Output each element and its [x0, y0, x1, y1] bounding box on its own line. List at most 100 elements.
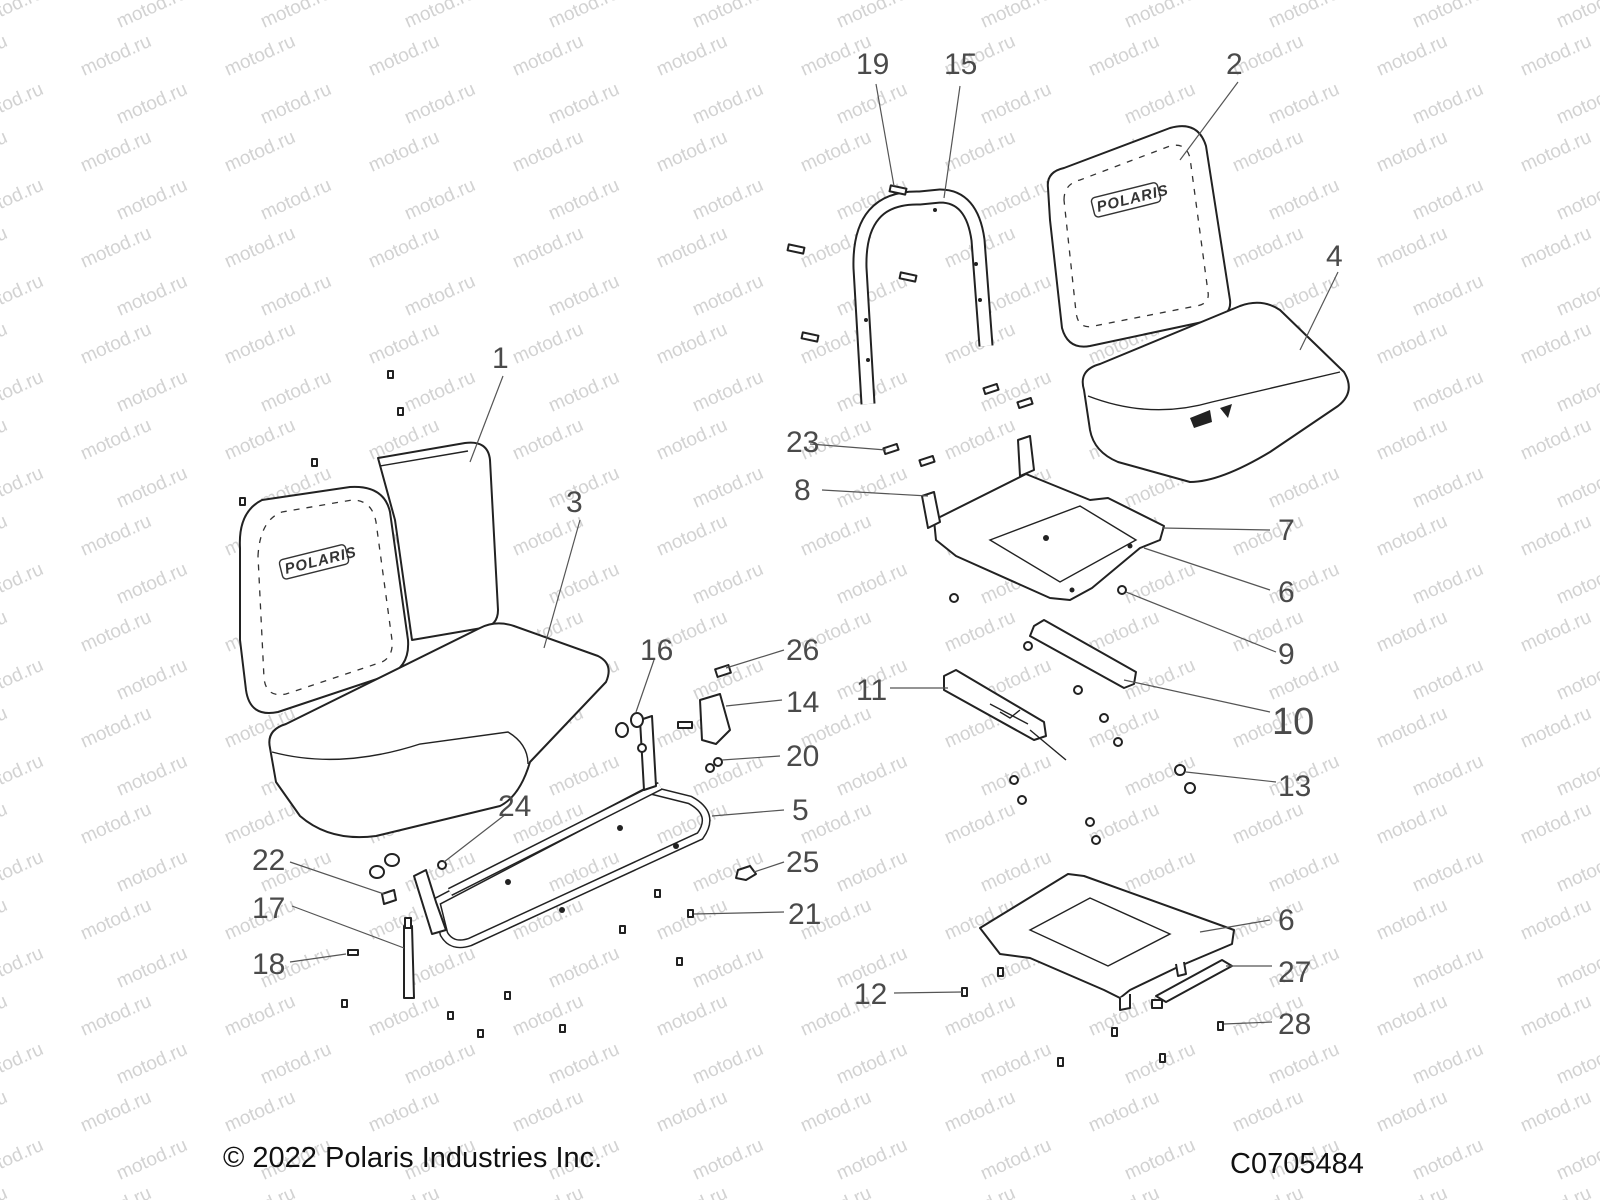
nut-part-16b	[630, 712, 644, 728]
watermark-text: motod.ru	[941, 1087, 1018, 1137]
callout-1: 1	[492, 342, 509, 375]
watermark-text: motod.ru	[1229, 223, 1306, 273]
watermark-text: motod.ru	[0, 415, 11, 465]
watermark-text: motod.ru	[401, 175, 478, 225]
callout-25: 25	[786, 846, 819, 879]
watermark-text: motod.ru	[833, 1039, 910, 1089]
watermark-text: motod.ru	[0, 1039, 47, 1089]
fastener-part-20b	[705, 763, 715, 773]
nut-part-25	[735, 865, 757, 881]
watermark-text: motod.ru	[1373, 127, 1450, 177]
screws-part-12-28	[961, 967, 1224, 1067]
watermark-text: motod.ru	[113, 751, 190, 801]
watermark-text: motod.ru	[113, 559, 190, 609]
watermark-text: motod.ru	[113, 943, 190, 993]
watermark-text: motod.ru	[509, 319, 586, 369]
watermark-text: motod.ru	[797, 1183, 874, 1200]
watermark-text: motod.ru	[1265, 1039, 1342, 1089]
watermark-text: motod.ru	[1373, 1183, 1450, 1200]
callout-11: 11	[856, 674, 887, 707]
seat-cushion-edge	[271, 731, 529, 765]
seat-cushion-part-3	[268, 622, 610, 839]
watermark-text: motod.ru	[77, 607, 154, 657]
callout-24: 24	[498, 790, 531, 823]
watermark-text: motod.ru	[77, 415, 154, 465]
washer-part-22b	[384, 853, 400, 867]
watermark-text: motod.ru	[1409, 79, 1486, 129]
watermark-text: motod.ru	[1517, 703, 1594, 753]
watermark-text: motod.ru	[1517, 319, 1594, 369]
watermark-text: motod.ru	[689, 463, 766, 513]
watermark-text: motod.ru	[0, 31, 11, 81]
watermark-text: motod.ru	[545, 0, 622, 33]
mounting-plate-inner	[1028, 897, 1172, 967]
watermark-text: motod.ru	[365, 1087, 442, 1137]
watermark-text: motod.ru	[545, 751, 622, 801]
watermark-text: motod.ru	[77, 31, 154, 81]
watermark-text: motod.ru	[689, 655, 766, 705]
watermark-text: motod.ru	[0, 127, 11, 177]
fastener-part-22	[381, 889, 397, 905]
watermark-text: motod.ru	[1517, 799, 1594, 849]
watermark-text: motod.ru	[113, 463, 190, 513]
watermark-text: motod.ru	[1265, 175, 1342, 225]
watermark-text: motod.ru	[1553, 751, 1600, 801]
seat-base-tab-part-8	[921, 491, 941, 529]
watermark-text: motod.ru	[221, 127, 298, 177]
watermark-text: motod.ru	[689, 1135, 766, 1185]
watermark-text: motod.ru	[401, 1039, 478, 1089]
watermark-text: motod.ru	[1373, 895, 1450, 945]
watermark-text: motod.ru	[941, 415, 1018, 465]
slide-rail-part-10	[1029, 619, 1137, 689]
nut-part-13	[1174, 764, 1186, 776]
watermark-text: motod.ru	[833, 463, 910, 513]
watermark-text: motod.ru	[113, 175, 190, 225]
watermark-text: motod.ru	[509, 991, 586, 1041]
watermark-text: motod.ru	[1229, 1183, 1306, 1200]
watermark-text: motod.ru	[0, 175, 47, 225]
watermark-text: motod.ru	[1229, 127, 1306, 177]
watermark-text: motod.ru	[0, 1183, 11, 1200]
leader-1	[469, 375, 504, 463]
backrest-part-1-edge	[379, 450, 469, 467]
callout-10: 10	[1272, 701, 1314, 743]
watermark-text: motod.ru	[1553, 367, 1600, 417]
callout-6b: 6	[1278, 904, 1295, 937]
washer-left-frame	[637, 743, 647, 753]
leader-5	[711, 809, 785, 817]
watermark-text: motod.ru	[1409, 271, 1486, 321]
watermark-text: motod.ru	[0, 1135, 47, 1185]
seat-base-inner-panel	[988, 505, 1138, 583]
watermark-text: motod.ru	[977, 79, 1054, 129]
watermark-text: motod.ru	[1517, 511, 1594, 561]
leader-25	[753, 861, 785, 873]
leader-14	[725, 699, 783, 707]
watermark-text: motod.ru	[653, 127, 730, 177]
seat-cushion-4-edge	[1087, 371, 1341, 411]
watermark-text: motod.ru	[1553, 847, 1600, 897]
watermark-text: motod.ru	[1085, 1087, 1162, 1137]
watermark-text: motod.ru	[1265, 847, 1342, 897]
callout-8: 8	[794, 474, 811, 507]
nut-part-16a	[615, 722, 629, 738]
watermark-text: motod.ru	[833, 751, 910, 801]
grab-handle-part-15	[852, 188, 994, 405]
watermark-text: motod.ru	[509, 223, 586, 273]
callout-15: 15	[944, 48, 977, 81]
watermark-text: motod.ru	[1517, 991, 1594, 1041]
leader-lines	[289, 81, 1339, 1025]
cushion-marker-2	[1220, 404, 1232, 418]
watermark-text: motod.ru	[77, 703, 154, 753]
watermark-text: motod.ru	[689, 271, 766, 321]
watermark-text: motod.ru	[221, 31, 298, 81]
watermark-text: motod.ru	[1373, 319, 1450, 369]
watermark-text: motod.ru	[221, 1087, 298, 1137]
watermark-text: motod.ru	[0, 223, 11, 273]
watermark-text: motod.ru	[1085, 31, 1162, 81]
watermark-text: motod.ru	[365, 31, 442, 81]
watermark-text: motod.ru	[941, 1183, 1018, 1200]
watermark-text: motod.ru	[0, 559, 47, 609]
pin-part-18	[347, 949, 359, 956]
